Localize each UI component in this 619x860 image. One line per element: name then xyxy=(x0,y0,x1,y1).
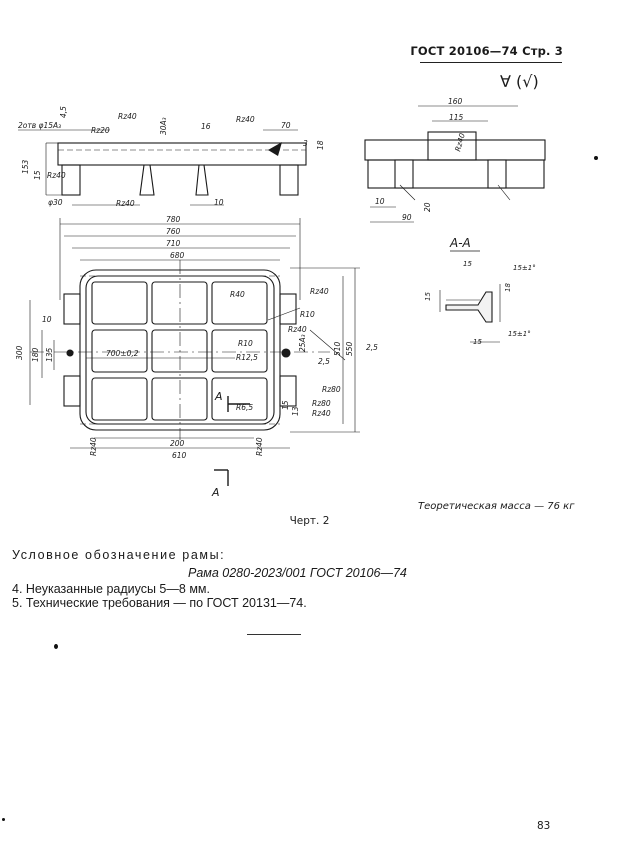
section-a-a xyxy=(439,284,501,343)
designation-value: Рама 0280-2023/001 ГОСТ 20106—74 xyxy=(188,566,407,580)
side-view-label: Rz40 xyxy=(116,199,135,208)
plan-view-label: Rz40 xyxy=(288,325,307,334)
side-view-label: 15 xyxy=(33,170,42,180)
plan-view-label: R10 xyxy=(238,339,253,348)
side-view-label: 153 xyxy=(21,159,30,174)
theoretical-mass: Теоретическая масса — 76 кг xyxy=(418,501,575,512)
plan-view-label: 710 xyxy=(166,239,181,248)
plan-view-label: R40 xyxy=(230,290,245,299)
plan-view-label: R6,5 xyxy=(236,403,253,412)
scan-speck xyxy=(594,156,598,160)
plan-view-label: 680 xyxy=(170,251,185,260)
header-rule xyxy=(420,62,562,63)
scan-speck xyxy=(2,818,5,821)
plan-view-label: 510 xyxy=(333,341,342,356)
figure-caption: Черт. 2 xyxy=(289,515,330,527)
technical-drawing: 2отв φ15A₃ Rz20 Rz40 30A₃ 16 Rz40 70 3 1… xyxy=(15,97,546,499)
plan-view xyxy=(29,218,360,486)
section-marker: А xyxy=(214,390,223,403)
side-view-label: 10 xyxy=(214,198,224,207)
designation-label: Условное обозначение рамы: xyxy=(12,548,226,562)
plan-view-label: Rz40 xyxy=(89,437,98,456)
plan-view-label: Rz80 xyxy=(322,385,341,394)
scan-speck xyxy=(54,644,58,649)
side-view-label: 2отв φ15A₃ xyxy=(18,121,61,130)
plan-view-label: 780 xyxy=(166,215,181,224)
side-view-label: 4,5 xyxy=(59,106,68,118)
side-view xyxy=(18,129,307,206)
plan-view-label: Rz40 xyxy=(312,409,331,418)
plan-view-label: R10 xyxy=(300,310,315,319)
plan-view-label: 180 xyxy=(31,347,40,362)
section-title: А-А xyxy=(449,236,471,250)
side-view-label: 3 xyxy=(303,139,308,148)
page-number: 83 xyxy=(537,820,551,832)
plan-view-label: Rz40 xyxy=(310,287,329,296)
plan-view-label: Rz40 xyxy=(255,437,264,456)
plan-view-label: 200 xyxy=(170,439,185,448)
end-view xyxy=(364,105,546,223)
section-label: 15 xyxy=(424,292,432,301)
page-header: ГОСТ 20106—74 Стр. 3 xyxy=(410,44,563,58)
end-view-label: 115 xyxy=(449,113,464,122)
end-view-label: Rz40 xyxy=(453,132,467,153)
plan-view-label: R12,5 xyxy=(236,353,258,362)
end-view-label: 160 xyxy=(448,97,463,106)
plan-view-label: 300 xyxy=(15,345,24,360)
end-view-label: 10 xyxy=(375,197,385,206)
side-view-label: φ30 xyxy=(48,198,63,207)
side-view-label: 18 xyxy=(316,140,325,150)
plan-view-label: 25A₃ xyxy=(298,334,307,352)
end-rule xyxy=(247,634,301,635)
section-label: 15 xyxy=(463,260,472,268)
end-view-label: 90 xyxy=(402,213,412,222)
side-view-label: 70 xyxy=(281,121,291,130)
section-marker: А xyxy=(211,486,220,499)
section-label: 15±1° xyxy=(508,330,531,338)
section-label: 18 xyxy=(504,283,512,292)
plan-view-label: 13 xyxy=(291,406,300,416)
plan-view-label: 15 xyxy=(281,400,290,410)
plan-view-label: 2,5 xyxy=(366,343,378,352)
roughness-mark: ∀ (√) xyxy=(500,72,539,91)
plan-view-label: 2,5 xyxy=(318,357,330,366)
section-label: 15±1° xyxy=(513,264,536,272)
plan-view-label: 760 xyxy=(166,227,181,236)
plan-view-label: 135 xyxy=(45,347,54,362)
side-view-label: Rz40 xyxy=(236,115,255,124)
section-label: 15 xyxy=(473,338,482,346)
note-item: 4. Неуказанные радиусы 5—8 мм. xyxy=(12,582,210,596)
note-item: 5. Технические требования — по ГОСТ 2013… xyxy=(12,596,307,610)
plan-view-label: Rz80 xyxy=(312,399,331,408)
plan-view-label: 550 xyxy=(345,341,354,356)
plan-view-label: 10 xyxy=(42,315,52,324)
side-view-label: Rz40 xyxy=(47,171,66,180)
plan-view-label: 700±0,2 xyxy=(106,349,139,358)
end-view-label: 20 xyxy=(423,202,432,212)
side-view-label: Rz40 xyxy=(118,112,137,121)
side-view-label: 16 xyxy=(201,122,211,131)
side-view-label: Rz20 xyxy=(91,126,110,135)
side-view-label: 30A₃ xyxy=(159,117,168,135)
plan-view-label: 610 xyxy=(172,451,187,460)
